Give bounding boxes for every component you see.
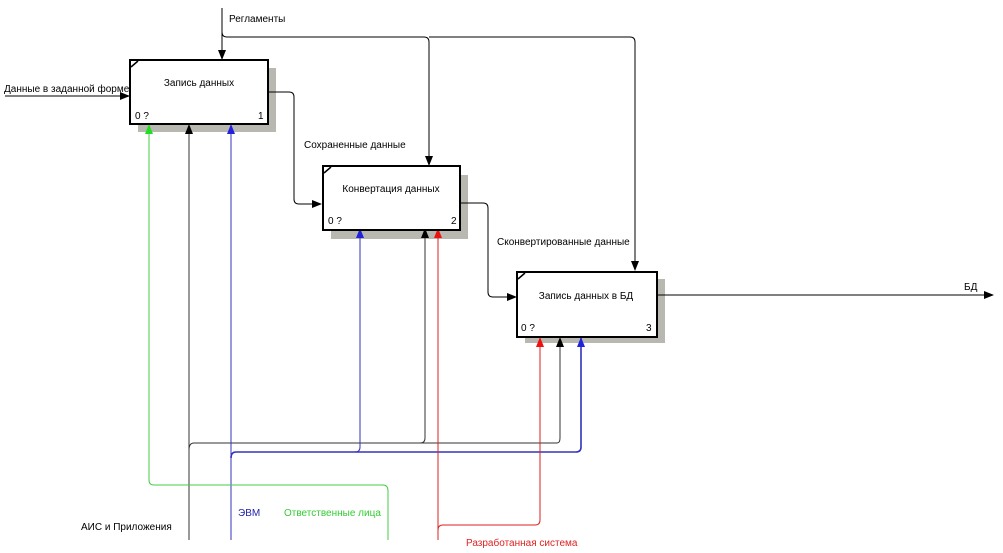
box-2[interactable]: Конвертация данных 0 ? 2 — [322, 165, 461, 231]
arrow-saved-data[interactable] — [268, 91, 322, 208]
box-2-number: 2 — [451, 216, 457, 227]
box-2-cost: 0 ? — [328, 216, 342, 227]
label-mech-evm: ЭВМ — [238, 508, 260, 519]
box-2-title: Конвертация данных — [342, 184, 439, 195]
box-1-title: Запись данных — [164, 78, 234, 89]
box-3[interactable]: Запись данных в БД 0 ? 3 — [516, 271, 658, 338]
arrow-mech-people[interactable] — [145, 124, 389, 540]
label-mech-system: Разработанная система — [466, 537, 578, 549]
box-1[interactable]: Запись данных 0 ? 1 — [129, 59, 269, 125]
arrow-mech-evm[interactable] — [227, 124, 585, 540]
box-1-cost: 0 ? — [135, 111, 149, 122]
arrow-mech-system[interactable] — [434, 228, 544, 540]
label-mech-people: Ответственные лица — [284, 508, 381, 519]
arrow-converted-data[interactable] — [460, 202, 517, 301]
arrow-mech-ais[interactable] — [185, 124, 564, 540]
label-output-bd: БД — [964, 282, 978, 293]
box-3-number: 3 — [646, 323, 652, 334]
box-3-title: Запись данных в БД — [539, 291, 634, 302]
label-control-reglamenty: Регламенты — [229, 14, 285, 25]
label-input-data: Данные в заданной форме — [4, 83, 130, 95]
label-converted-data: Сконвертированные данные — [497, 237, 630, 248]
label-saved-data: Сохраненные данные — [304, 140, 406, 151]
box-1-number: 1 — [258, 111, 264, 122]
arrow-control-reglamenty[interactable] — [218, 8, 639, 271]
label-mech-ais: АИС и Приложения — [81, 522, 172, 533]
box-3-cost: 0 ? — [521, 323, 535, 334]
